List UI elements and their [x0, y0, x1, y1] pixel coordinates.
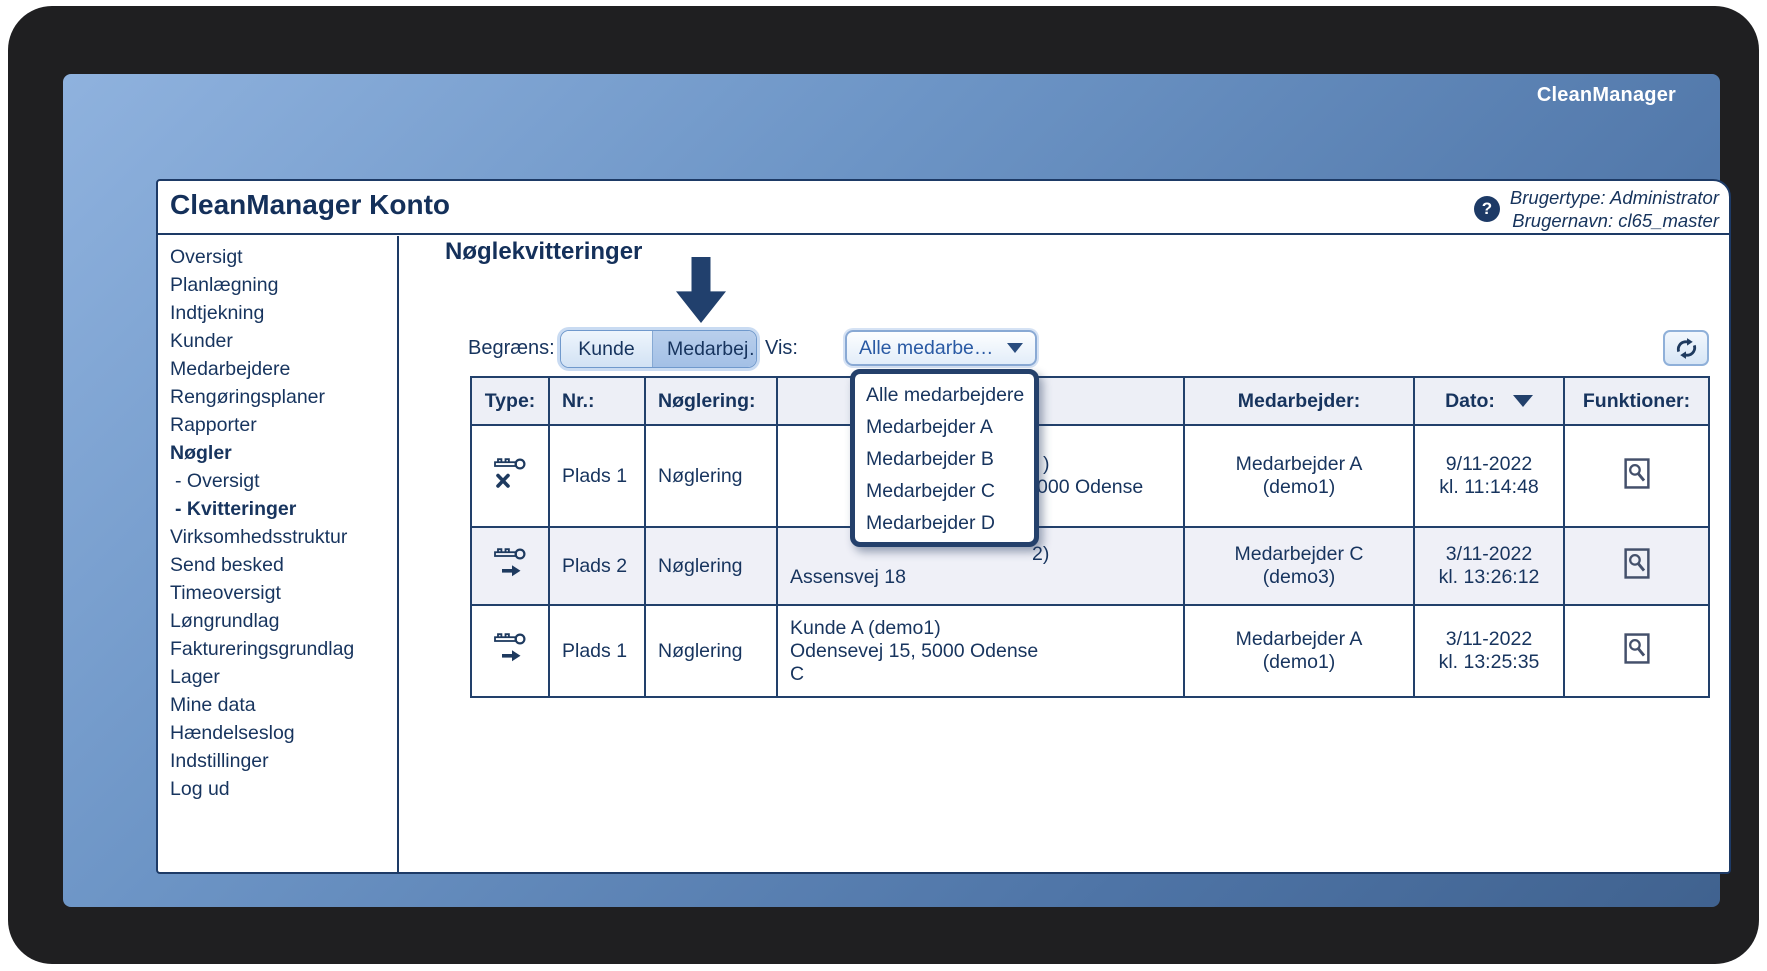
tutorial-pointer-arrow-icon	[676, 257, 726, 323]
sidebar-item[interactable]: Indstillinger	[170, 750, 269, 772]
sidebar-item[interactable]: Rapporter	[170, 414, 257, 436]
sidebar-item[interactable]: Rengøringsplaner	[170, 386, 326, 408]
table-row: Plads 2 Nøglering 2)Assensvej 18 Medarbe…	[470, 526, 1710, 606]
dato-text-line: kl. 11:14:48	[1439, 476, 1539, 498]
sidebar-item[interactable]: Indtjekning	[170, 302, 265, 324]
column-header-funktioner: Funktioner:	[1563, 376, 1710, 426]
sidebar-item[interactable]: Mine data	[170, 694, 256, 716]
dato-text-line: 3/11-2022	[1445, 628, 1533, 650]
refresh-button[interactable]	[1663, 330, 1709, 366]
sidebar-item[interactable]: Timeoversigt	[170, 582, 281, 604]
dropdown-option[interactable]: Medarbejder A	[866, 416, 993, 438]
sidebar-item[interactable]: Medarbejdere	[170, 358, 291, 380]
sidebar-item[interactable]: - Kvitteringer	[175, 498, 297, 520]
column-header-nr: Nr.:	[548, 376, 646, 426]
kunde-text-line: Assensvej 18	[790, 566, 906, 588]
user-name-label: Brugernavn: cl65_master	[1512, 210, 1719, 231]
sidebar-item[interactable]: Løngrundlag	[170, 610, 280, 632]
sidebar-item[interactable]: Hændelseslog	[170, 722, 295, 744]
kunde-text-line: Kunde A (demo1)	[790, 616, 941, 639]
view-details-button[interactable]	[1623, 457, 1650, 489]
dato-text-line: 3/11-2022	[1445, 543, 1533, 565]
app-panel: CleanManager Konto ? Brugertype: Adminis…	[156, 179, 1731, 874]
dropdown-option[interactable]: Medarbejder D	[866, 512, 995, 534]
view-details-icon	[1623, 457, 1650, 489]
help-icon[interactable]: ?	[1473, 196, 1500, 222]
view-details-button[interactable]	[1623, 632, 1650, 664]
user-type-label: Brugertype: Administrator	[1509, 187, 1719, 208]
device-frame: CleanManager CleanManager Konto ? Bruger…	[8, 6, 1759, 964]
employee-filter-dropdown[interactable]: Alle medarbe…	[845, 330, 1037, 366]
table-row: Plads 1 Nøglering )000 Odense Medarbejde…	[470, 424, 1710, 528]
view-label: Vis:	[765, 337, 798, 359]
sidebar-item[interactable]: Log ud	[170, 778, 230, 800]
brand-logo: CleanManager	[1536, 84, 1676, 106]
sort-descending-icon	[1512, 395, 1533, 407]
column-header-ring: Nøglering:	[644, 376, 778, 426]
receipts-table: Type: Nr.: Nøglering: Medarbejder: Dato:	[470, 376, 1710, 698]
medarbejder-text-line: (demo3)	[1262, 566, 1336, 588]
filter-segment-button[interactable]: Kunde	[561, 331, 652, 367]
user-info-text: Brugertype: Administrator Brugernavn: cl…	[1510, 186, 1719, 232]
key-handout-icon	[494, 548, 526, 577]
filter-segment-button[interactable]: Medarbej…	[652, 331, 756, 367]
refresh-icon	[1676, 337, 1696, 359]
key-handout-icon	[494, 633, 526, 662]
column-header-dato[interactable]: Dato:	[1413, 376, 1565, 426]
dropdown-option[interactable]: Medarbejder B	[866, 448, 994, 470]
table-header-row: Type: Nr.: Nøglering: Medarbejder: Dato:	[470, 376, 1710, 426]
view-details-icon	[1623, 632, 1650, 664]
kunde-text-line: 000 Odense	[1037, 476, 1144, 498]
user-info-block: ? Brugertype: Administrator Brugernavn: …	[1473, 186, 1719, 232]
medarbejder-text-line: Medarbejder A	[1235, 628, 1363, 650]
dropdown-option[interactable]: Alle medarbejdere	[866, 384, 1025, 406]
medarbejder-text-line: (demo1)	[1262, 651, 1336, 673]
sidebar-item[interactable]: Faktureringsgrundlag	[170, 638, 355, 660]
title-divider	[157, 233, 1730, 235]
sidebar-item[interactable]: Oversigt	[170, 246, 243, 268]
kunde-text-line: Odensevej 15, 5000 Odense	[790, 639, 1039, 662]
kunde-text-line: )	[1043, 453, 1050, 475]
kunde-text-line: 2)	[1032, 543, 1050, 565]
dropdown-option[interactable]: Medarbejder C	[866, 480, 995, 502]
medarbejder-text-line: (demo1)	[1262, 476, 1336, 498]
sidebar-item[interactable]: Send besked	[170, 554, 284, 576]
dato-text-line: kl. 13:26:12	[1438, 566, 1540, 588]
page-title: CleanManager Konto	[170, 189, 451, 220]
column-header-medarbejder: Medarbejder:	[1183, 376, 1415, 426]
view-details-button[interactable]	[1623, 547, 1650, 579]
sidebar-item[interactable]: Planlægning	[170, 274, 279, 296]
view-details-icon	[1623, 547, 1650, 579]
dato-header-label: Dato:	[1445, 389, 1495, 412]
kunde-text-line: C	[790, 662, 805, 685]
table-body: Plads 1 Nøglering )000 Odense Medarbejde…	[470, 424, 1710, 698]
sidebar-item[interactable]: Nøgler	[170, 442, 232, 464]
sidebar-item[interactable]: Lager	[170, 666, 220, 688]
sidebar-item[interactable]: Kunder	[170, 330, 233, 352]
dato-text-line: 9/11-2022	[1445, 453, 1533, 475]
browser-bezel: CleanManager CleanManager Konto ? Bruger…	[63, 74, 1731, 907]
table-row: Plads 1 Nøglering Kunde A (demo1)Odensev…	[470, 604, 1710, 698]
column-header-type: Type:	[470, 376, 550, 426]
medarbejder-text-line: Medarbejder A	[1235, 453, 1363, 475]
sidebar-divider	[397, 236, 399, 872]
dato-text-line: kl. 13:25:35	[1438, 651, 1540, 673]
medarbejder-text-line: Medarbejder C	[1234, 543, 1364, 565]
sidebar-item[interactable]: Virksomhedsstruktur	[170, 526, 348, 548]
key-crossed-icon	[494, 458, 526, 488]
dropdown-selected-value: Alle medarbe…	[859, 336, 994, 359]
limit-label: Begræns:	[468, 337, 555, 359]
chevron-down-icon	[1007, 343, 1023, 353]
section-heading: Nøglekvitteringer	[445, 238, 643, 265]
sidebar-item[interactable]: - Oversigt	[175, 470, 260, 492]
